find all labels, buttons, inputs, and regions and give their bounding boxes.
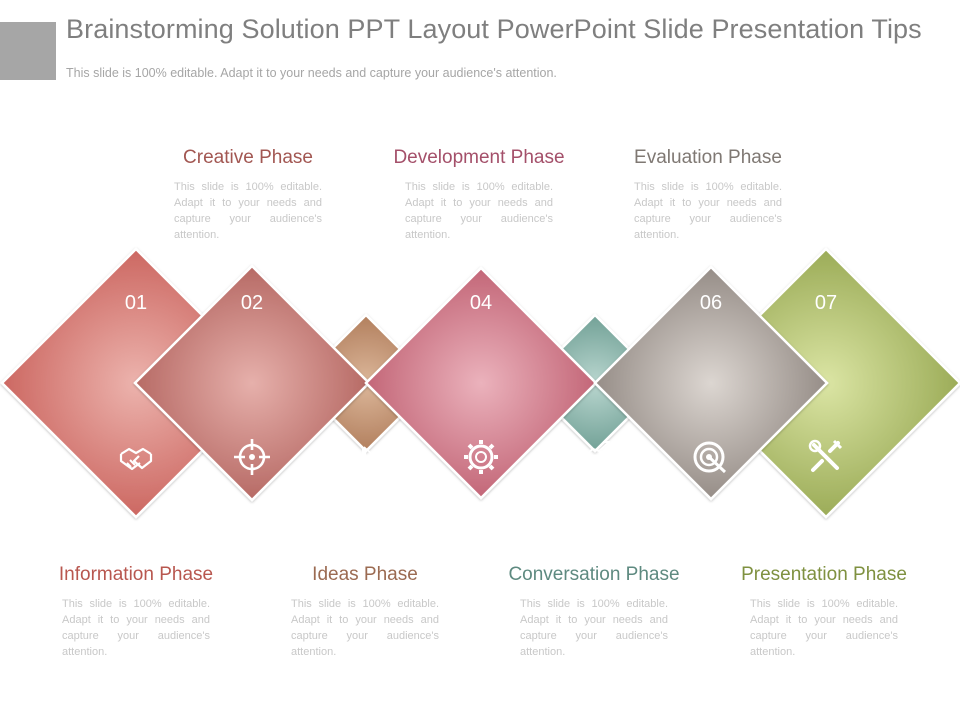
phase-information: Information Phase This slide is 100% edi… <box>41 564 231 660</box>
phase-title: Creative Phase <box>183 147 313 168</box>
phase-title: Development Phase <box>393 147 565 168</box>
phase-title: Conversation Phase <box>508 564 680 585</box>
phase-description: This slide is 100% editable. Adapt it to… <box>174 181 322 241</box>
target-crosshair-icon <box>234 439 270 475</box>
phase-description: This slide is 100% editable. Adapt it to… <box>291 598 439 658</box>
slide-title: Brainstorming Solution PPT Layout PowerP… <box>66 14 922 44</box>
phase-title: Ideas Phase <box>312 564 418 585</box>
diamond-step-04 <box>364 266 598 500</box>
step-number: 01 <box>125 292 147 314</box>
growth-chart-icon <box>579 441 611 470</box>
handshake-icon <box>119 447 153 471</box>
corner-accent-block <box>0 22 56 80</box>
bar-chart-icon <box>351 445 381 470</box>
step-number: 04 <box>470 292 492 314</box>
step-number: 02 <box>241 292 263 314</box>
phase-ideas: Ideas Phase This slide is 100% editable.… <box>270 564 460 660</box>
diamond-step-06 <box>593 265 829 501</box>
gear-icon <box>464 440 498 474</box>
phase-description: This slide is 100% editable. Adapt it to… <box>750 598 898 658</box>
phase-creative: Creative Phase This slide is 100% editab… <box>153 147 343 243</box>
phase-title: Evaluation Phase <box>634 147 782 168</box>
bullseye-icon <box>693 441 727 474</box>
phase-evaluation: Evaluation Phase This slide is 100% edit… <box>613 147 803 243</box>
phase-description: This slide is 100% editable. Adapt it to… <box>634 181 782 241</box>
step-number: 07 <box>815 292 837 314</box>
phase-description: This slide is 100% editable. Adapt it to… <box>405 181 553 241</box>
phase-description: This slide is 100% editable. Adapt it to… <box>62 598 210 658</box>
phase-development: Development Phase This slide is 100% edi… <box>384 147 574 243</box>
phase-presentation: Presentation Phase This slide is 100% ed… <box>729 564 919 660</box>
phase-title: Presentation Phase <box>741 564 907 585</box>
step-number: 05 <box>584 292 606 314</box>
step-number: 06 <box>700 292 722 314</box>
step-number: 03 <box>355 292 377 314</box>
phase-description: This slide is 100% editable. Adapt it to… <box>520 598 668 658</box>
diamond-step-02 <box>133 264 371 502</box>
slide-subtitle: This slide is 100% editable. Adapt it to… <box>66 66 557 80</box>
phase-title: Information Phase <box>58 564 214 585</box>
tools-icon <box>808 439 843 472</box>
phase-conversation: Conversation Phase This slide is 100% ed… <box>499 564 689 660</box>
